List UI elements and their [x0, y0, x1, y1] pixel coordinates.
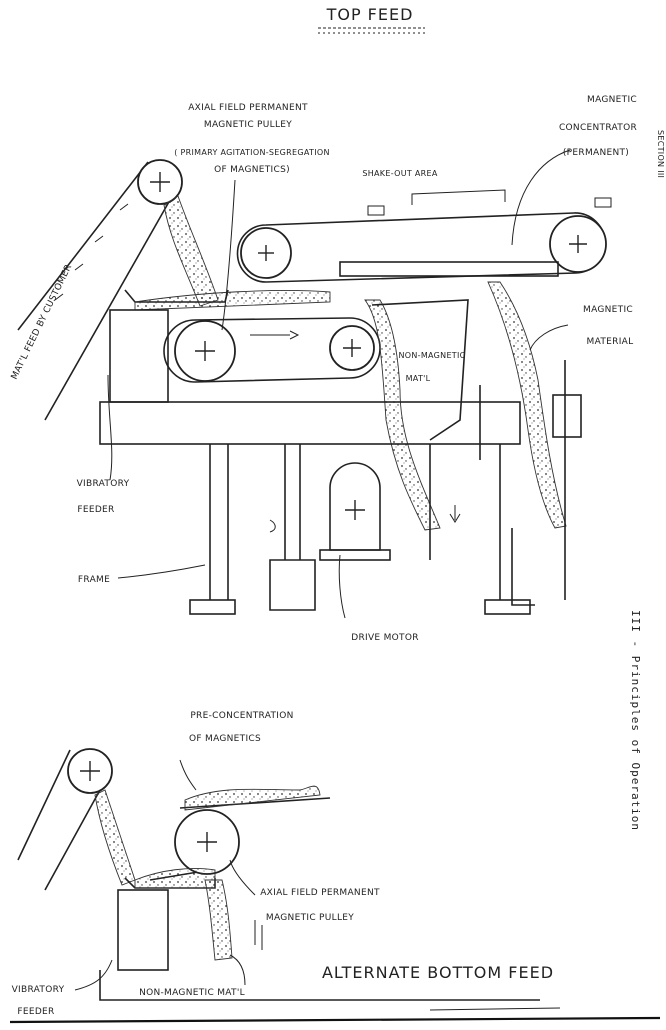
- alternate-bottom-feed-title: ALTERNATE BOTTOM FEED: [322, 963, 554, 982]
- feed-stream: [163, 195, 219, 307]
- leader-concentrator: [511, 149, 571, 246]
- non-magnetic-stream-top: [364, 299, 441, 531]
- bottom-belt: [149, 785, 331, 881]
- label-pre-concentration: PRE-CONCENTRATION OF MAGNETICS: [189, 711, 293, 744]
- label-non-magnetic-top: NON-MAGNETIC MAT'L: [398, 351, 465, 383]
- bottom-frame: [99, 970, 540, 1001]
- label-magnetic-concentrator: MAGNETIC CONCENTRATOR (PERMANENT): [559, 95, 637, 158]
- leader-vibratory-feeder-bottom: [74, 959, 113, 991]
- machine-frame: [99, 401, 531, 615]
- svg-text:MAGNETIC: MAGNETIC: [583, 305, 633, 315]
- leader-drive-motor: [338, 554, 346, 619]
- svg-text:OF MAGNETICS): OF MAGNETICS): [214, 165, 290, 175]
- svg-text:FEEDER: FEEDER: [77, 505, 114, 515]
- label-axial-pulley-bottom: AXIAL FIELD PERMANENT MAGNETIC PULLEY: [260, 888, 380, 923]
- label-magnetic-material: MAGNETIC MATERIAL: [583, 305, 633, 347]
- svg-text:FEEDER: FEEDER: [17, 1007, 54, 1017]
- leader-magnetic-material: [529, 324, 569, 351]
- non-magnetic-chute: [371, 299, 469, 441]
- vibratory-feeder-bottom: [117, 889, 169, 971]
- leader-axial-pulley-bottom: [229, 859, 256, 896]
- svg-text:MAT'L: MAT'L: [406, 374, 431, 383]
- svg-text:( PRIMARY AGITATION-SEGREGATIO: ( PRIMARY AGITATION-SEGREGATION: [174, 148, 330, 157]
- top-feed-title: TOP FEED: [326, 5, 414, 24]
- vibratory-feeder-top: [109, 309, 169, 403]
- svg-text:(PERMANENT): (PERMANENT): [563, 148, 629, 158]
- customer-conveyor: [17, 159, 183, 421]
- main-conveyor-belt: [163, 317, 381, 383]
- svg-text:MAGNETIC PULLEY: MAGNETIC PULLEY: [204, 120, 292, 130]
- label-frame: FRAME: [78, 575, 110, 585]
- magnetic-stream: [487, 281, 567, 529]
- svg-text:VIBRATORY: VIBRATORY: [12, 985, 65, 995]
- label-non-magnetic-bottom: NON-MAGNETIC MAT'L: [139, 988, 245, 998]
- label-shake-out: SHAKE-OUT AREA: [362, 169, 438, 178]
- side-section-text: III - Principles of Operation: [629, 610, 642, 831]
- svg-text:III - Principles of Operation: III - Principles of Operation: [629, 610, 642, 831]
- label-axial-pulley-top: AXIAL FIELD PERMANENT MAGNETIC PULLEY ( …: [174, 103, 330, 175]
- label-vibratory-feeder-top: VIBRATORY FEEDER: [77, 479, 130, 515]
- pre-concentrate-bed: [184, 785, 321, 811]
- leader-vibratory-feeder-top: [107, 374, 113, 481]
- leader-frame: [117, 564, 206, 579]
- svg-text:MAT'L FEED BY CUSTOMER: MAT'L FEED BY CUSTOMER: [10, 263, 75, 381]
- svg-text:VIBRATORY: VIBRATORY: [77, 479, 130, 489]
- svg-text:MAGNETIC: MAGNETIC: [587, 95, 637, 105]
- material-bed-top: [134, 290, 331, 311]
- magnetic-concentrator: [236, 197, 612, 283]
- svg-text:MATERIAL: MATERIAL: [587, 337, 634, 347]
- shake-out-bracket: [411, 189, 506, 205]
- svg-text:PRE-CONCENTRATION: PRE-CONCENTRATION: [190, 711, 293, 721]
- non-magnetic-stream-bottom: [204, 879, 233, 961]
- leader-axial-pulley-top: [221, 179, 236, 331]
- svg-text:AXIAL FIELD PERMANENT: AXIAL FIELD PERMANENT: [260, 888, 380, 898]
- label-matl-feed: MAT'L FEED BY CUSTOMER: [10, 263, 75, 381]
- leader-non-magnetic-bottom: [229, 954, 246, 986]
- svg-text:CONCENTRATOR: CONCENTRATOR: [559, 123, 637, 133]
- leader-pre-concentration: [179, 759, 197, 791]
- drive-motor: [319, 462, 391, 561]
- svg-text:AXIAL FIELD PERMANENT: AXIAL FIELD PERMANENT: [188, 103, 308, 113]
- label-vibratory-feeder-bottom: VIBRATORY FEEDER: [12, 985, 65, 1017]
- label-drive-motor: DRIVE MOTOR: [351, 633, 419, 643]
- feed-stream-bottom: [94, 789, 136, 886]
- customer-conveyor-bottom: [17, 748, 113, 891]
- svg-text:OF MAGNETICS: OF MAGNETICS: [189, 734, 261, 744]
- svg-text:SECTION III: SECTION III: [656, 130, 665, 178]
- svg-text:NON-MAGNETIC: NON-MAGNETIC: [398, 351, 465, 360]
- svg-text:MAGNETIC PULLEY: MAGNETIC PULLEY: [266, 913, 354, 923]
- side-tab: SECTION III: [656, 130, 665, 178]
